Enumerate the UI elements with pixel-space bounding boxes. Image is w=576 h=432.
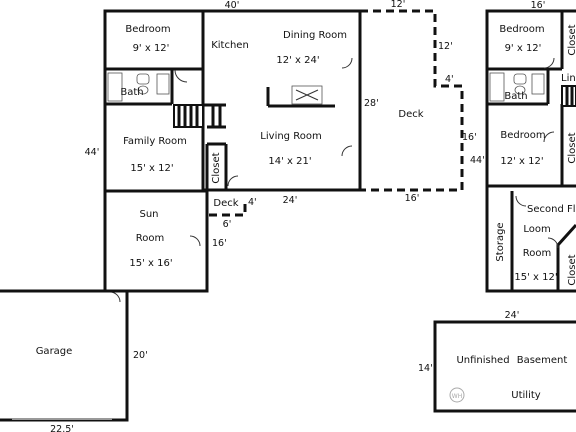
label-closet: Closet [211,152,222,183]
label-basement: Basement [517,355,568,366]
dim-deck-16-right: 16' [462,132,477,143]
dim-garage-22-5: 22.5' [50,424,74,432]
deck-large-outline [360,9,464,192]
label-storage: Storage [495,222,506,261]
label-utility: Utility [511,390,540,401]
label-bedroom-size: 9' x 12' [133,43,170,54]
label-bath-up: Bath [504,91,527,102]
label-closet-up3: Closet [567,254,576,285]
label-loom-size: 15' x 12' [514,272,557,283]
label-closet-up2: Closet [567,132,576,163]
label-loom: Loom [523,224,550,235]
label-family: Family Room [123,136,187,147]
dim-deck-6: 6' [223,219,232,230]
label-dining-size: 12' x 24' [276,55,319,66]
label-bedroom-up2: Bedroom [500,130,545,141]
wall-kitchen-living-block [201,9,362,192]
label-bath: Bath [120,87,143,98]
label-sun-room: Room [136,233,164,244]
dim-deck-4: 4' [445,74,454,85]
dim-house-28: 28' [364,98,379,109]
dim-up-44: 44' [470,155,485,166]
label-loom-room: Room [523,248,551,259]
main-floor [0,9,464,422]
label-garage: Garage [36,346,73,357]
dim-basement-24: 24' [505,310,520,321]
label-deck-large: Deck [398,109,423,120]
stairs [173,103,226,129]
label-living: Living Room [260,131,321,142]
dim-bottom-24: 24' [283,195,298,206]
label-closet-up1: Closet [567,24,576,55]
label-kitchen: Kitchen [211,40,249,51]
label-second-floor: Second Floor [527,204,576,215]
label-sun: Sun [139,209,158,220]
label-bedroom: Bedroom [125,24,170,35]
stairs-up [561,85,576,107]
wall-second-floor-outline [485,9,576,293]
dim-top-40: 40' [225,0,240,11]
label-family-size: 15' x 12' [130,163,173,174]
dim-up-16: 16' [531,0,546,11]
water-heater-icon [449,387,465,403]
dim-deck-12-side: 12' [438,41,453,52]
water-heater-label: WH [452,393,462,400]
label-bedroom-up1: Bedroom [499,24,544,35]
dim-deck-4-small: 4' [248,197,257,208]
bath-fixtures-up [489,72,545,102]
dim-garage-20: 20' [133,350,148,361]
dim-deck-16-bottom: 16' [405,193,420,204]
label-sun-size: 15' x 16' [129,258,172,269]
label-unfinished: Unfinished [456,355,509,366]
label-linen: Linen [561,73,576,84]
label-bedroom-up1-size: 9' x 12' [505,43,542,54]
label-bedroom-up2-size: 12' x 12' [500,156,543,167]
basement: WH [433,320,576,413]
label-living-size: 14' x 21' [268,156,311,167]
second-floor [485,9,576,293]
label-deck-small: Deck [213,198,238,209]
deck-small-outline [205,191,247,217]
wall-basement [433,320,576,413]
dim-sun-16: 16' [212,238,227,249]
dim-deck-12-top: 12' [391,0,406,10]
label-dining: Dining Room [283,30,347,41]
bath-fixtures-main [107,72,170,102]
dim-left-44: 44' [85,147,100,158]
dim-basement-14: 14' [418,363,433,374]
